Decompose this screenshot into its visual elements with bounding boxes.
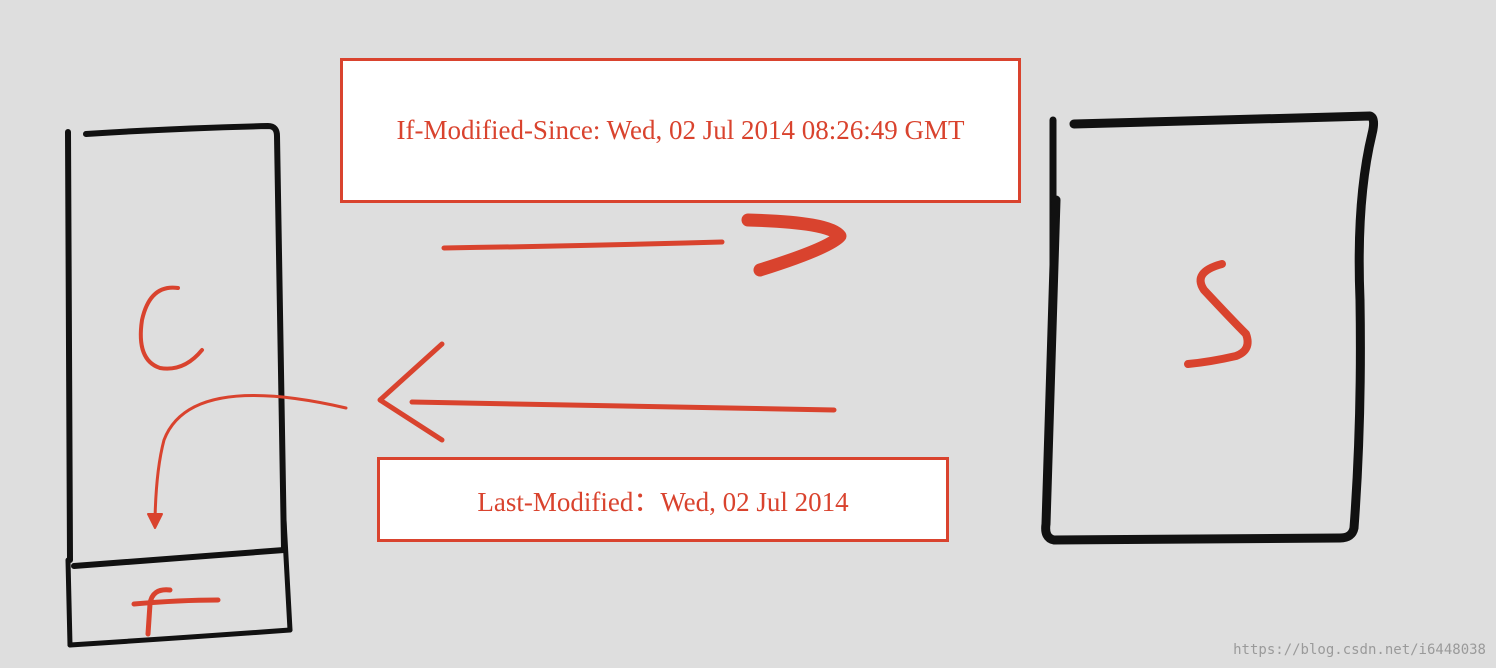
watermark: https://blog.csdn.net/i6448038 [1233,642,1486,658]
request-header-box: If-Modified-Since: Wed, 02 Jul 2014 08:2… [340,58,1021,203]
cache-store-arrow [147,394,348,529]
response-header-text: Last-Modified：Wed, 02 Jul 2014 [477,487,849,517]
request-arrow [441,213,847,277]
server-box [1041,111,1379,545]
server-letter-s [1184,260,1252,368]
response-arrow [377,341,837,443]
cache-letter-f [131,587,221,637]
cache-box [65,517,293,648]
client-letter-c [138,285,204,371]
response-header-box: Last-Modified：Wed, 02 Jul 2014 [377,457,949,542]
client-box [65,123,287,569]
request-header-text: If-Modified-Since: Wed, 02 Jul 2014 08:2… [396,115,965,145]
